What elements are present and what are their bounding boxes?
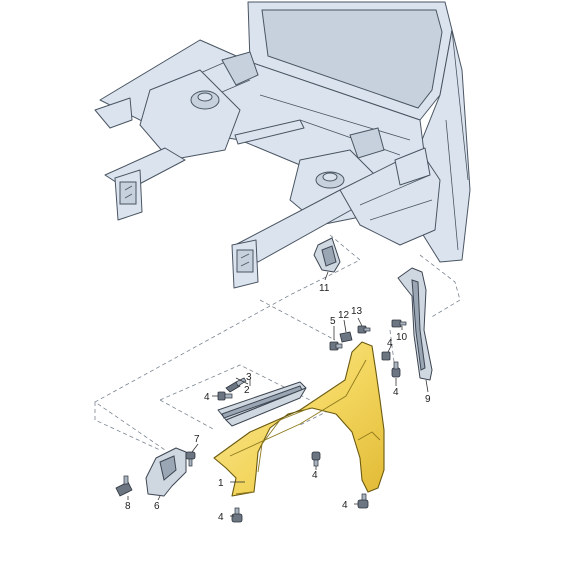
clip-12 [339,331,353,343]
label-part-11: 11 [319,283,330,294]
leader-lines [127,271,429,517]
label-part-4-e: 4 [218,512,224,523]
label-part-4-a: 4 [204,392,210,403]
label-part-1: 1 [218,478,224,489]
part-labels: 1 2 3 4 4 4 4 4 4 5 6 7 8 9 10 11 12 13 [125,283,431,523]
screw-4-bottom-left [231,507,243,523]
screw-10 [391,319,407,328]
part-6-lower-bracket [145,447,187,497]
clip-3 [225,377,247,393]
vehicle-front-body-frame [94,1,471,289]
part-1-front-fender [213,341,385,497]
screw-4-upper-left [217,391,233,401]
label-part-6: 6 [154,501,160,512]
label-part-4-b: 4 [387,338,393,349]
screw-4-right [391,361,401,378]
label-part-4-f: 4 [342,500,348,511]
label-part-7: 7 [194,434,200,445]
part-11-rail-bracket [313,237,341,273]
part-9-trim-strip [397,267,433,381]
screw-5 [329,341,343,351]
label-part-13: 13 [351,306,363,317]
screw-4-fender-lower [311,451,321,467]
screw-13 [357,325,371,334]
label-part-8: 8 [125,501,131,512]
label-part-9: 9 [425,394,431,405]
screw-4-bottom-right [357,493,369,509]
screw-7 [185,451,196,467]
label-part-4-d: 4 [312,470,318,481]
clip-8 [115,475,133,497]
part-2-seal-strip [217,381,307,427]
screw-4-mid-right [381,351,391,361]
label-part-10: 10 [396,332,408,343]
label-part-12: 12 [338,310,350,321]
label-part-2: 2 [244,385,250,396]
label-part-5: 5 [330,316,336,327]
label-part-4-c: 4 [393,387,399,398]
assembly-guide-lines [94,234,461,451]
label-part-3: 3 [246,372,252,383]
